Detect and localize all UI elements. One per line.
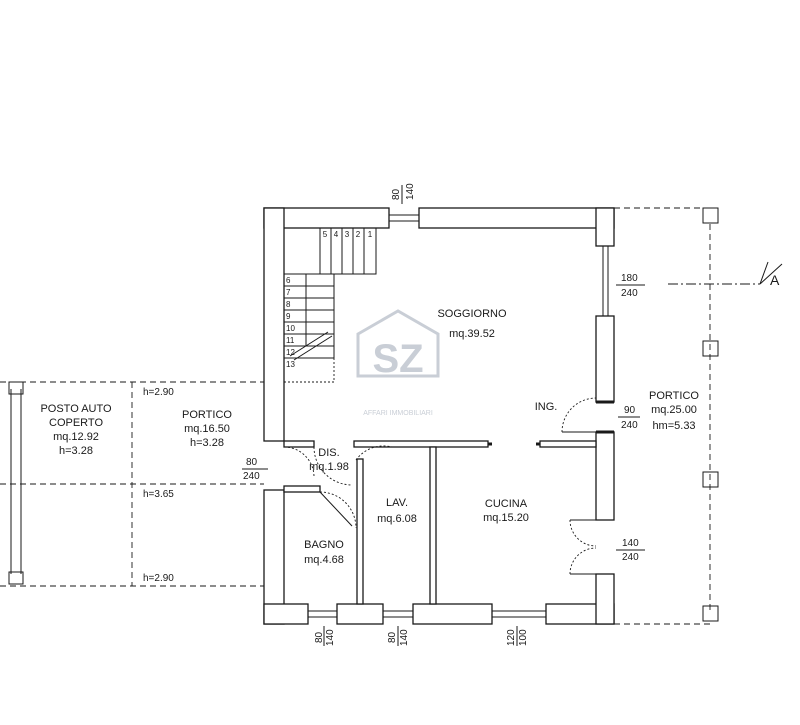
step-number: 11 — [286, 336, 295, 345]
dis-door-height: 240 — [243, 471, 260, 482]
step-number: 3 — [345, 230, 350, 239]
right-portico: A — [614, 207, 783, 625]
kitchen-door-height: 240 — [622, 552, 639, 563]
watermark: SZ AFFARI IMMOBILIARI — [356, 309, 440, 417]
portico-left-height: h=3.28 — [190, 437, 224, 449]
staircase: 5 4 3 2 1 6 7 8 9 10 11 12 13 — [283, 227, 377, 383]
step-number: 1 — [368, 230, 373, 239]
lav-area: mq.6.08 — [377, 513, 417, 525]
lav-name: LAV. — [386, 497, 408, 509]
portico-right-height: hm=5.33 — [652, 420, 695, 432]
kitchen-door-width: 140 — [622, 538, 639, 549]
dis-area: mq.1.98 — [309, 461, 349, 473]
opening-dimensions: 80 140 180 240 90 240 140 240 80 240 80 … — [242, 183, 645, 646]
cucina-area: mq.15.20 — [483, 512, 529, 524]
bagno-area: mq.4.68 — [304, 554, 344, 566]
step-number: 4 — [334, 230, 339, 239]
outer-walls — [263, 207, 615, 625]
doors — [283, 397, 614, 575]
height-annotations: h=2.90 h=3.65 h=2.90 — [143, 387, 174, 584]
step-number: 8 — [286, 300, 291, 309]
bagno-window-height: 140 — [325, 629, 336, 646]
entrance-door-width: 90 — [624, 405, 636, 416]
left-portico — [0, 381, 264, 587]
ingresso-name: ING. — [535, 401, 558, 413]
portico-left-area: mq.16.50 — [184, 423, 230, 435]
step-number: 9 — [286, 312, 291, 321]
posto-auto-height: h=3.28 — [59, 445, 93, 457]
posto-auto-area: mq.12.92 — [53, 431, 99, 443]
height-bottom: h=2.90 — [143, 573, 174, 584]
portico-left-name: PORTICO — [182, 409, 232, 421]
step-number: 12 — [286, 348, 295, 357]
svg-text:SZ: SZ — [372, 337, 423, 381]
height-top: h=2.90 — [143, 387, 174, 398]
top-window-width: 80 — [391, 188, 402, 200]
right-window-width: 180 — [621, 273, 638, 284]
posto-auto-name: POSTO AUTO — [40, 403, 112, 415]
step-number: 7 — [286, 288, 291, 297]
lav-window-width: 80 — [387, 631, 398, 643]
lav-window-height: 140 — [399, 629, 410, 646]
right-window-height: 240 — [621, 288, 638, 299]
bagno-name: BAGNO — [304, 539, 344, 551]
portico-right-area: mq.25.00 — [651, 404, 697, 416]
svg-text:AFFARI IMMOBILIARI: AFFARI IMMOBILIARI — [363, 410, 433, 417]
cucina-window-width: 120 — [506, 629, 517, 646]
step-number: 6 — [286, 276, 291, 285]
posto-auto-name-2: COPERTO — [49, 417, 103, 429]
portico-right-name: PORTICO — [649, 390, 699, 402]
section-marker: A — [770, 272, 780, 288]
soggiorno-name: SOGGIORNO — [437, 308, 507, 320]
interior-walls — [283, 440, 597, 605]
entrance-door-height: 240 — [621, 420, 638, 431]
room-labels: SOGGIORNO mq.39.52 ING. PORTICO mq.25.00… — [40, 308, 699, 566]
dis-door-width: 80 — [246, 457, 258, 468]
height-middle: h=3.65 — [143, 489, 174, 500]
soggiorno-area: mq.39.52 — [449, 328, 495, 340]
cucina-window-height: 100 — [518, 629, 529, 646]
window-glazing — [308, 214, 609, 618]
bagno-window-width: 80 — [314, 631, 325, 643]
step-number: 10 — [286, 324, 295, 333]
cucina-name: CUCINA — [485, 498, 528, 510]
dis-name: DIS. — [318, 447, 339, 459]
top-window-height: 140 — [405, 183, 416, 200]
step-number: 13 — [286, 360, 295, 369]
step-number: 2 — [356, 230, 361, 239]
step-number: 5 — [323, 230, 328, 239]
